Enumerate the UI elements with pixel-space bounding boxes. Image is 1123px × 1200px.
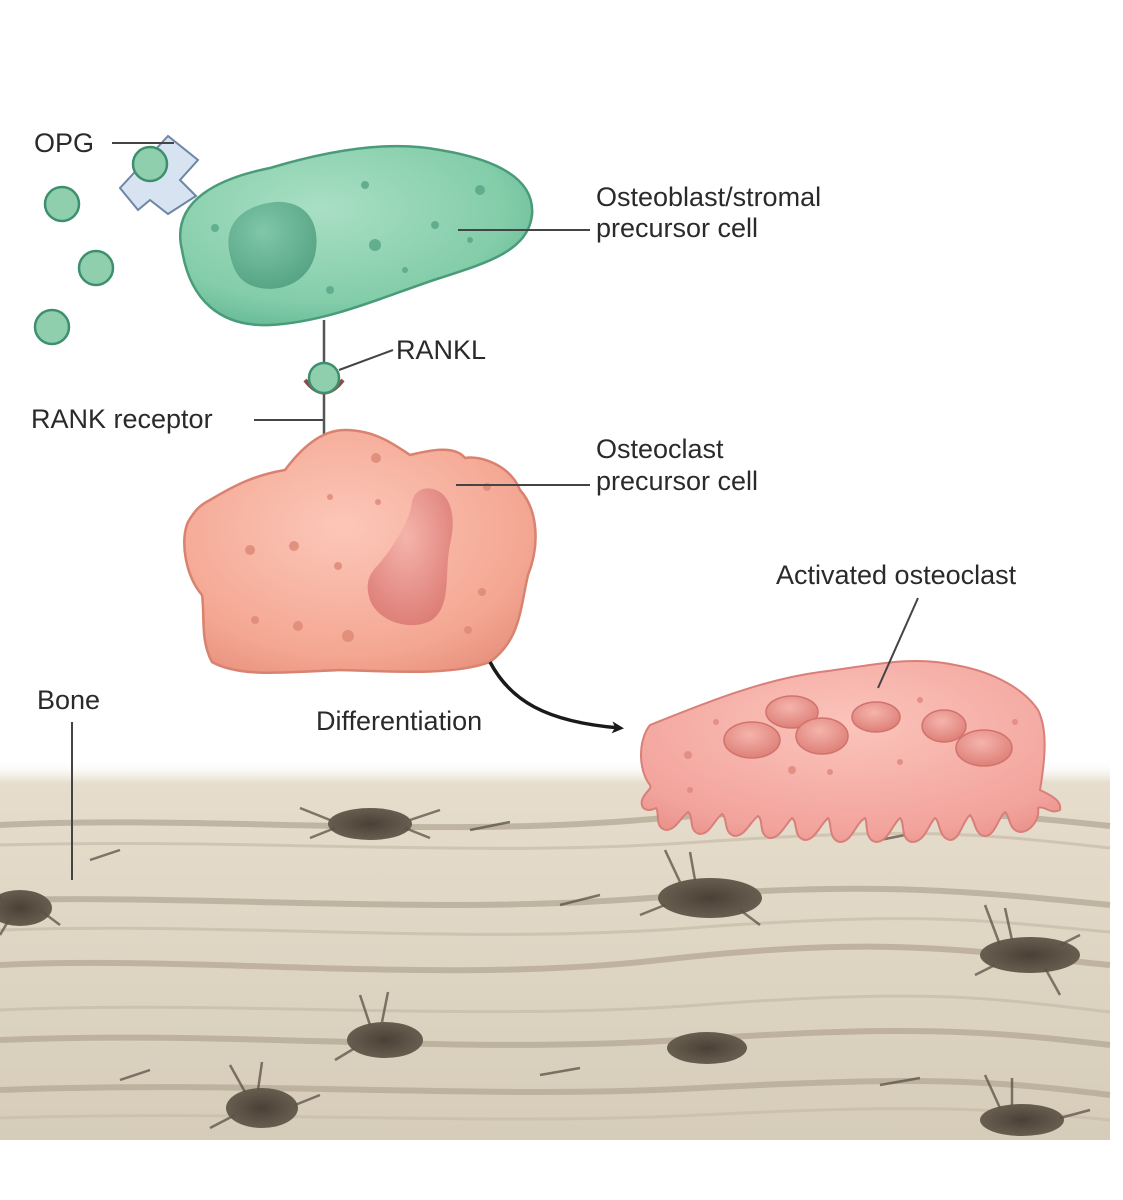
label-bone: Bone	[37, 685, 101, 715]
opg-molecules	[33, 134, 200, 346]
opg-molecule	[43, 185, 81, 223]
differentiation-arrow	[488, 661, 624, 734]
activated-osteoclast-cell	[640, 660, 1062, 844]
osteocyte	[658, 878, 762, 918]
label-differentiation: Differentiation	[316, 706, 483, 736]
label-rank-receptor: RANK receptor	[31, 404, 213, 434]
activated-osteoclast-nuclei	[723, 695, 1013, 767]
activated-osteoclast-leader-line	[877, 597, 919, 689]
rankl-ligand	[307, 361, 341, 395]
label-osteoclast-precursor-line2: precursor cell	[596, 466, 759, 496]
label-osteoclast-precursor-line1: Osteoclast	[596, 434, 724, 464]
label-activated-osteoclast: Activated osteoclast	[776, 560, 1017, 590]
osteocyte	[667, 1032, 747, 1064]
leader-lines	[71, 142, 919, 880]
osteocyte	[347, 1022, 423, 1058]
label-osteoblast-line1: Osteoblast/stromal	[596, 182, 822, 212]
osteoblast-cell	[179, 144, 534, 327]
osteocyte	[328, 808, 412, 840]
osteocyte	[980, 1104, 1064, 1136]
label-rankl: RANKL	[396, 335, 487, 365]
osteoblast-nucleus	[228, 201, 317, 289]
osteoclast-precursor-cell	[183, 428, 537, 674]
label-osteoblast-line2: precursor cell	[596, 213, 759, 243]
opg-molecule	[33, 308, 71, 346]
osteocytes	[0, 808, 1080, 1136]
label-opg: OPG	[34, 128, 95, 158]
rankl-leader-line	[338, 349, 394, 371]
osteocyte	[980, 937, 1080, 973]
rankl-rank-complex	[303, 320, 345, 437]
opg-molecule	[77, 249, 115, 287]
osteoclast-precursor-nucleus	[367, 488, 453, 626]
osteocyte	[226, 1088, 298, 1128]
opg-bound-molecule	[131, 145, 169, 183]
canaliculi	[0, 806, 1091, 1130]
osteocyte	[0, 890, 52, 926]
